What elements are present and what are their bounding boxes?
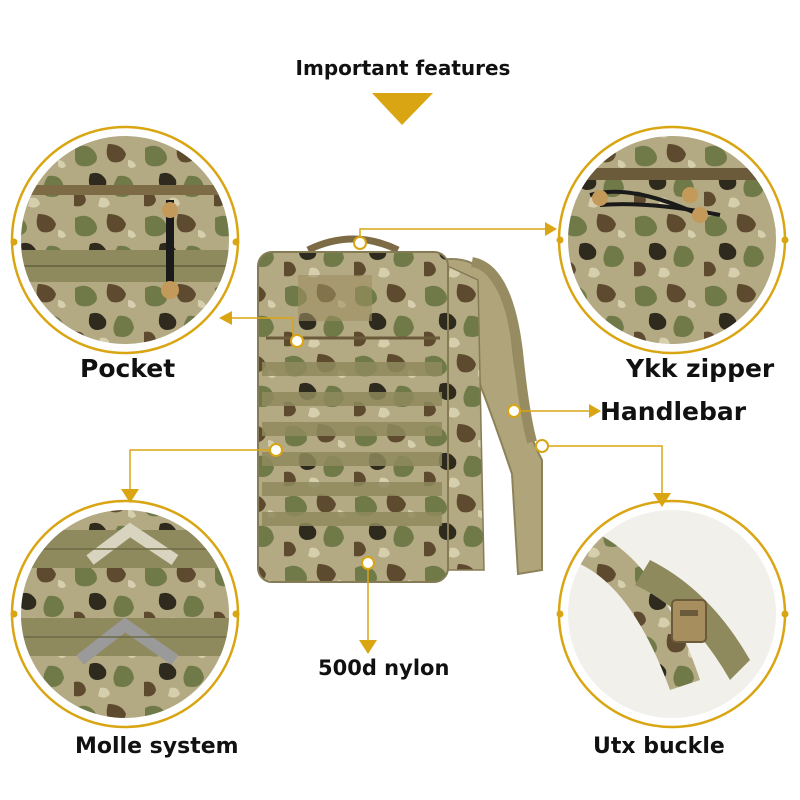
handlebar-marker-icon: [507, 404, 521, 418]
molle-marker-icon: [269, 443, 283, 457]
pocket-arrow-icon: [219, 311, 232, 325]
page-title: Important features: [295, 56, 511, 80]
buckle-arrow-icon: [653, 493, 671, 507]
nylon-arrow-icon: [359, 640, 377, 654]
pocket-marker-icon: [290, 334, 304, 348]
callout-markers: [269, 236, 549, 570]
zipper-marker-icon: [353, 236, 367, 250]
nylon-label: 500d nylon: [318, 656, 450, 680]
pocket-label: Pocket: [80, 354, 176, 383]
zipper-arrow-icon: [545, 222, 557, 236]
backpack-image: [257, 235, 543, 583]
callout-arrowheads: [121, 222, 671, 654]
molle-system-label: Molle system: [75, 734, 239, 759]
pocket-detail-circle: [10, 125, 240, 355]
handlebar-label: Handlebar: [600, 397, 747, 426]
buckle-detail-circle: [556, 499, 789, 729]
molle-detail-circle: [10, 499, 240, 729]
handlebar-arrow-icon: [589, 404, 601, 418]
nylon-marker-icon: [361, 556, 375, 570]
molle-arrow-icon: [121, 489, 139, 503]
molle-webbing: [262, 362, 442, 526]
utx-buckle-label: Utx buckle: [593, 734, 725, 759]
title-down-arrow-icon: [372, 93, 433, 125]
ykk-zipper-label: Ykk zipper: [626, 354, 775, 383]
zipper-detail-circle: [556, 125, 789, 355]
buckle-marker-icon: [535, 439, 549, 453]
callout-lines: [129, 228, 663, 640]
